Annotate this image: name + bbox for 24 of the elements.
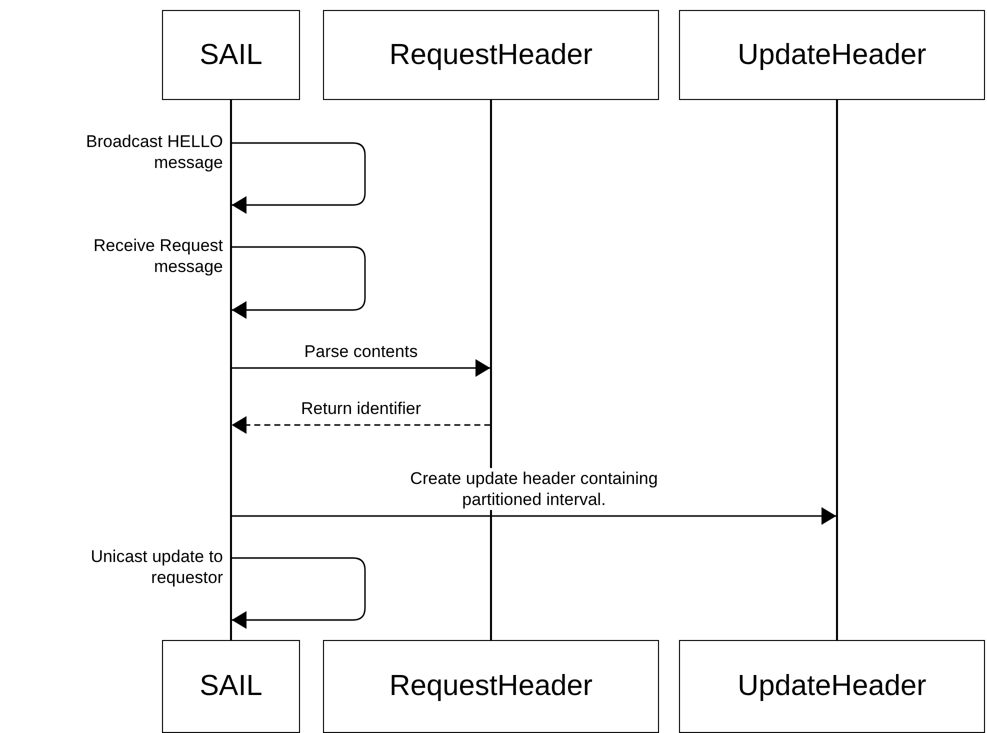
- message-label: Receive Request message: [92, 235, 223, 277]
- participant-box: [323, 640, 659, 733]
- participant-box: [679, 640, 985, 733]
- message-arrow: [232, 359, 490, 377]
- participant-box: [162, 10, 300, 100]
- participant-name: SAIL: [200, 670, 262, 703]
- message-arrow: [232, 507, 836, 525]
- lifeline: [230, 100, 232, 640]
- lifeline: [490, 100, 492, 640]
- lifeline: [836, 100, 838, 640]
- participant-box: [323, 10, 659, 100]
- self-message-arrow: [231, 557, 366, 629]
- participant-name: UpdateHeader: [738, 670, 926, 703]
- participant-name: UpdateHeader: [738, 38, 926, 72]
- self-message-arrow: [231, 246, 366, 319]
- participant-name: RequestHeader: [389, 670, 593, 703]
- message-arrow: [232, 416, 490, 434]
- self-message-arrow: [231, 142, 366, 214]
- participant-name: SAIL: [200, 38, 262, 72]
- message-label: Broadcast HELLO message: [84, 131, 223, 173]
- participant-name: RequestHeader: [389, 38, 593, 72]
- participant-box: [162, 640, 300, 733]
- message-label: Unicast update to requestor: [90, 546, 223, 588]
- participant-box: [679, 10, 985, 100]
